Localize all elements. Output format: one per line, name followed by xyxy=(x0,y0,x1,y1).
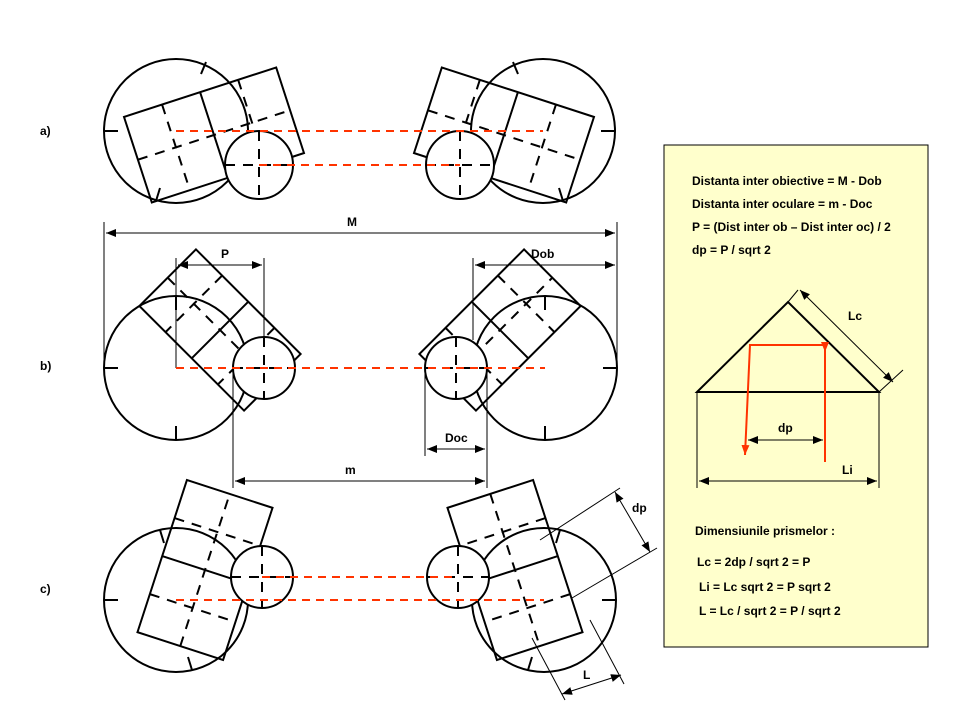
dims-line-1: Lc = 2dp / sqrt 2 = P xyxy=(697,555,810,569)
formula-panel-bg xyxy=(663,144,929,648)
label-dp-prism: dp xyxy=(778,421,793,435)
label-L: L xyxy=(583,668,590,682)
prism-ray-path xyxy=(741,344,826,462)
label-Li: Li xyxy=(842,463,853,477)
row-b-label: b) xyxy=(40,359,51,373)
label-m: m xyxy=(345,463,356,477)
label-Doc: Doc xyxy=(445,431,468,445)
dims-title: Dimensiunile prismelor : xyxy=(695,524,835,538)
label-dp-c: dp xyxy=(632,501,647,515)
row-c-right-prism xyxy=(446,478,584,662)
row-c-left-prism xyxy=(136,478,274,662)
formula-line-4: dp = P / sqrt 2 xyxy=(692,243,771,257)
dims-line-2: Li = Lc sqrt 2 = P sqrt 2 xyxy=(699,580,831,594)
row-a-label: a) xyxy=(40,124,51,138)
row-c-diagram: dp L xyxy=(103,478,658,701)
label-M: M xyxy=(347,215,357,229)
formula-line-2: Distanta inter oculare = m - Doc xyxy=(692,197,873,211)
formula-line-3: P = (Dist inter ob – Dist inter oc) / 2 xyxy=(692,220,891,234)
row-a-diagram xyxy=(103,58,616,204)
dimension-dp-c xyxy=(614,491,651,553)
dimension-L xyxy=(561,674,622,695)
label-Lc: Lc xyxy=(848,309,862,323)
label-P: P xyxy=(221,247,229,261)
dims-line-3: L = Lc / sqrt 2 = P / sqrt 2 xyxy=(699,604,841,618)
row-c-label: c) xyxy=(40,582,51,596)
dimension-Lc xyxy=(799,289,894,383)
row-b-diagram: M P Dob xyxy=(103,215,618,488)
formula-panel: Distanta inter obiective = M - Dob Dista… xyxy=(663,144,929,648)
label-Dob: Dob xyxy=(531,247,554,261)
formula-line-1: Distanta inter obiective = M - Dob xyxy=(692,174,882,188)
